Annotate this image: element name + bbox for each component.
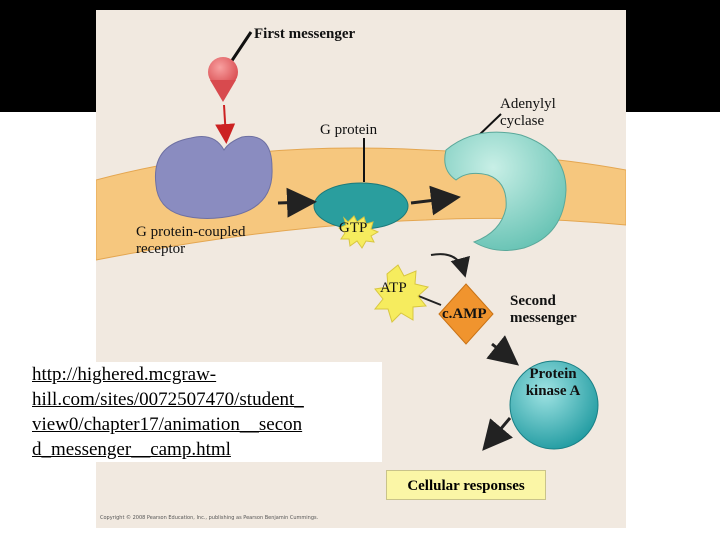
g-protein-label: G protein — [320, 122, 378, 138]
kinase-to-response-arrow — [482, 417, 514, 451]
messenger-arrow — [215, 104, 236, 144]
first-messenger-icon — [208, 57, 238, 102]
second-messenger-label: Second messenger — [510, 293, 577, 326]
protein-kinase-icon — [509, 360, 599, 450]
camp-to-kinase-arrow — [486, 335, 520, 366]
atp-to-camp-arrow — [415, 294, 442, 306]
gtp-burst-icon — [338, 215, 380, 249]
copyright-text: Copyright © 2008 Pearson Education, Inc.… — [100, 515, 319, 521]
link-line[interactable]: view0/chapter17/animation__secon — [32, 414, 303, 435]
gtp-label: GTP — [339, 220, 368, 236]
adenylyl-cyclase-label: Adenylyl cyclase — [500, 96, 556, 129]
link-line[interactable]: hill.com/sites/0072507470/student_ — [32, 389, 304, 410]
protein-kinase-label: Protein kinase A — [525, 366, 581, 399]
camp-label: c.AMP — [442, 306, 487, 322]
camp-icon — [438, 283, 494, 345]
receptor-icon — [154, 135, 273, 219]
first-messenger-leader — [229, 31, 253, 63]
gprotein-to-cyclase-arrow — [410, 185, 461, 216]
cyclase-to-atp-arrow — [430, 253, 470, 278]
first-messenger-label: First messenger — [254, 26, 356, 42]
link-line[interactable]: http://highered.mcgraw- — [32, 364, 217, 385]
signal-transduction-diagram — [96, 31, 626, 451]
animation-link[interactable]: http://highered.mcgraw- hill.com/sites/0… — [32, 362, 382, 462]
cellular-responses-box: Cellular responses — [386, 470, 546, 500]
receptor-to-gprotein-arrow — [277, 187, 317, 218]
gpcr-label: G protein-coupled receptor — [136, 224, 246, 257]
link-line[interactable]: d_messenger__camp.html — [32, 439, 231, 460]
atp-label: ATP — [380, 280, 407, 296]
atp-burst-icon — [373, 264, 430, 323]
adenylyl-cyclase-icon — [444, 131, 567, 251]
